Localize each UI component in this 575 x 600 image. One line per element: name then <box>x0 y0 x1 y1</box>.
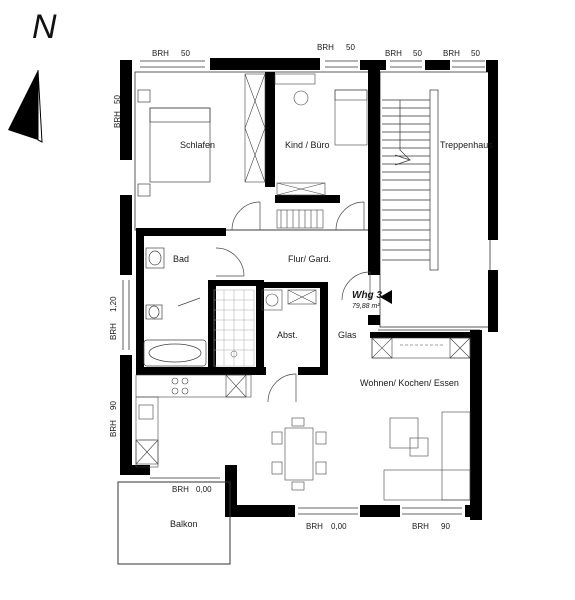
brh-value-bottom-2: 90 <box>441 522 450 531</box>
brh-label: BRH <box>412 522 429 531</box>
dining-table <box>271 417 327 491</box>
brh-label: BRH <box>317 43 334 52</box>
kitchen <box>135 374 252 468</box>
stairs <box>382 89 439 271</box>
bed <box>137 89 211 197</box>
room-label-kind: Kind / Büro <box>285 140 330 150</box>
brh-label: BRH <box>172 485 189 494</box>
unit-name: Whg 3 <box>352 290 382 301</box>
brh-label: BRH <box>385 49 402 58</box>
room-label-schlafen: Schlafen <box>180 140 215 150</box>
north-arrow-icon <box>8 69 43 143</box>
brh-value-top-4: 50 <box>471 49 480 58</box>
windows <box>122 60 485 515</box>
brh-label: BRH <box>109 323 118 340</box>
brh-label: BRH <box>306 522 323 531</box>
room-label-flur: Flur/ Gard. <box>288 254 331 264</box>
room-label-wohnen: Wohnen/ Kochen/ Essen <box>360 378 459 388</box>
brh-value-top-2: 50 <box>346 43 355 52</box>
room-label-balkon: Balkon <box>170 519 198 529</box>
abst-fixtures <box>261 289 317 311</box>
brh-label: BRH <box>152 49 169 58</box>
brh-value-left-2: 1,20 <box>109 296 118 312</box>
kind-furniture <box>274 73 368 229</box>
brh-value-left-3: 90 <box>109 401 118 410</box>
room-label-treppenhaus: Treppenhaus <box>440 140 493 150</box>
brh-value-left-1: 50 <box>113 95 122 104</box>
living-furniture <box>371 337 471 501</box>
brh-value-bottom-1: 0,00 <box>331 522 347 531</box>
walls <box>120 58 498 520</box>
entrance-arrow-icon <box>380 290 392 304</box>
doors <box>215 201 371 403</box>
room-label-abst: Abst. <box>277 330 298 340</box>
brh-value-top-3: 50 <box>413 49 422 58</box>
brh-label: BRH <box>113 111 122 128</box>
room-label-bad: Bad <box>173 254 189 264</box>
brh-value-top-1: 50 <box>181 49 190 58</box>
unit-area: 79,88 m² <box>352 303 380 310</box>
bath-fixtures <box>143 247 207 367</box>
brh-label: BRH <box>443 49 460 58</box>
room-label-glas: Glas <box>338 330 357 340</box>
wardrobe <box>244 73 266 183</box>
north-letter: N <box>32 8 57 46</box>
shower <box>213 289 255 367</box>
brh-value-balkon: 0,00 <box>196 485 212 494</box>
brh-label: BRH <box>109 420 118 437</box>
balcony <box>117 477 231 565</box>
